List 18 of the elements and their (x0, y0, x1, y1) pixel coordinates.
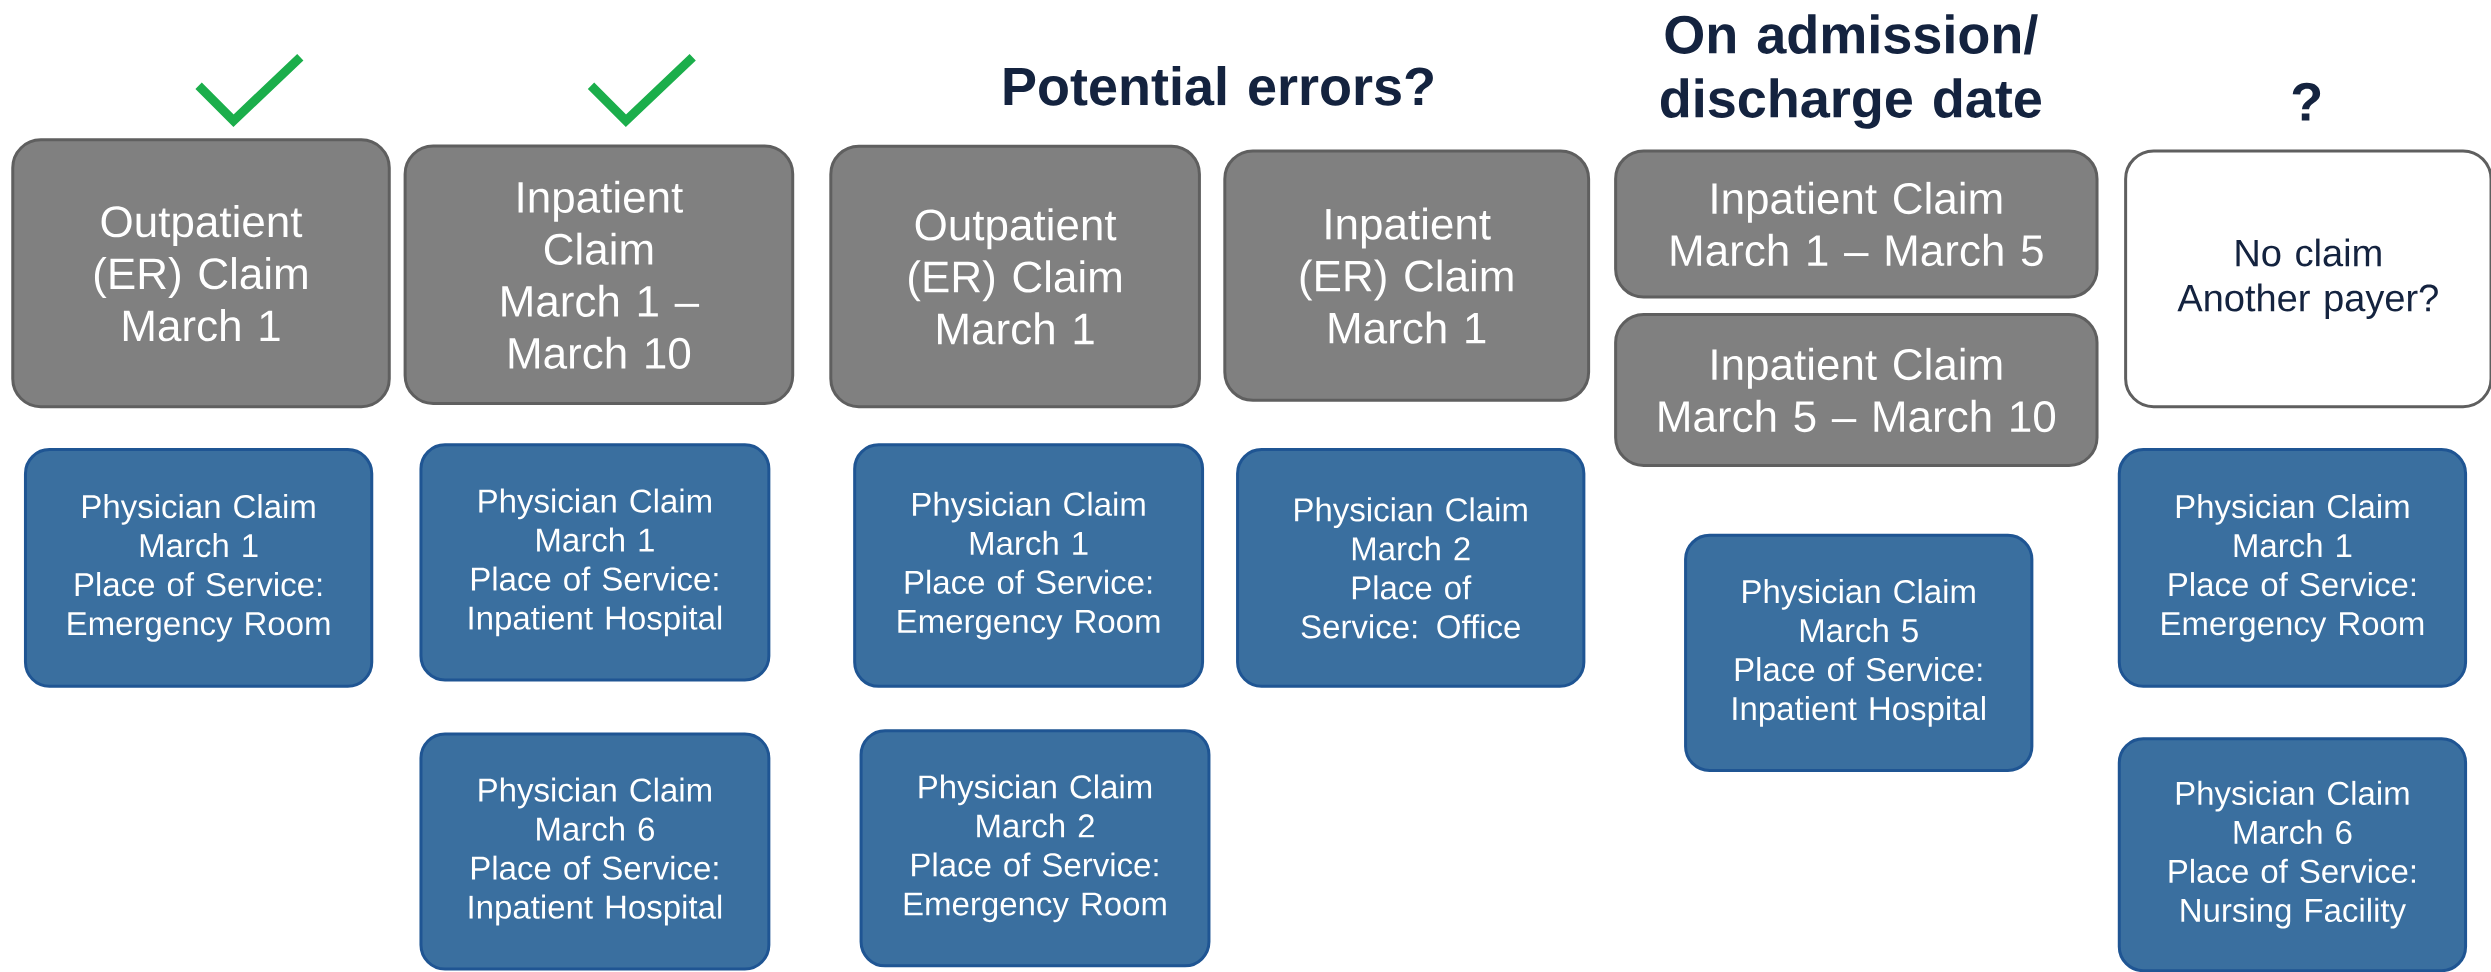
physician-claim-box: Physician Claim March 6 Place of Service: Inpatient Hospital (419, 732, 771, 971)
physician-claim-box: Physician Claim March 2 Place of Service: Emergency Room (859, 729, 1211, 968)
physician-claim-box: Physician Claim March 1 Place of Service: Emergency Room (23, 448, 374, 688)
physician-claim-box: Physician Claim March 1 Place of Service: Emergency Room (2117, 448, 2468, 688)
physician-claim-box: Physician Claim March 5 Place of Service: Inpatient Hospital (1684, 533, 2034, 772)
heading-text: Potential errors? (1004, 65, 1433, 106)
claim-box: Inpatient Claim March 1 – March 10 (403, 144, 795, 405)
claim-box: Inpatient (ER) Claim March 1 (1223, 149, 1591, 402)
claim-box: No claim Another payer? (2124, 149, 2491, 409)
physician-claim-box: Physician Claim March 2 Place of Service: Office (1236, 448, 1586, 688)
claim-box: Outpatient (ER) Claim March 1 (829, 144, 1201, 409)
heading-text: On admission/ discharge date (1660, 14, 2041, 129)
claim-box: Inpatient Claim March 1 – March 5 (1614, 149, 2099, 299)
physician-claim-box: Physician Claim March 6 Place of Service: Nursing Facility (2117, 737, 2468, 972)
claim-box: Outpatient (ER) Claim March 1 (11, 138, 391, 409)
physician-claim-box: Physician Claim March 1 Place of Service: Inpatient Hospital (419, 443, 771, 682)
physician-claim-box: Physician Claim March 1 Place of Service: Emergency Room (853, 443, 1205, 688)
claim-box: Inpatient Claim March 5 – March 10 (1614, 313, 2099, 467)
